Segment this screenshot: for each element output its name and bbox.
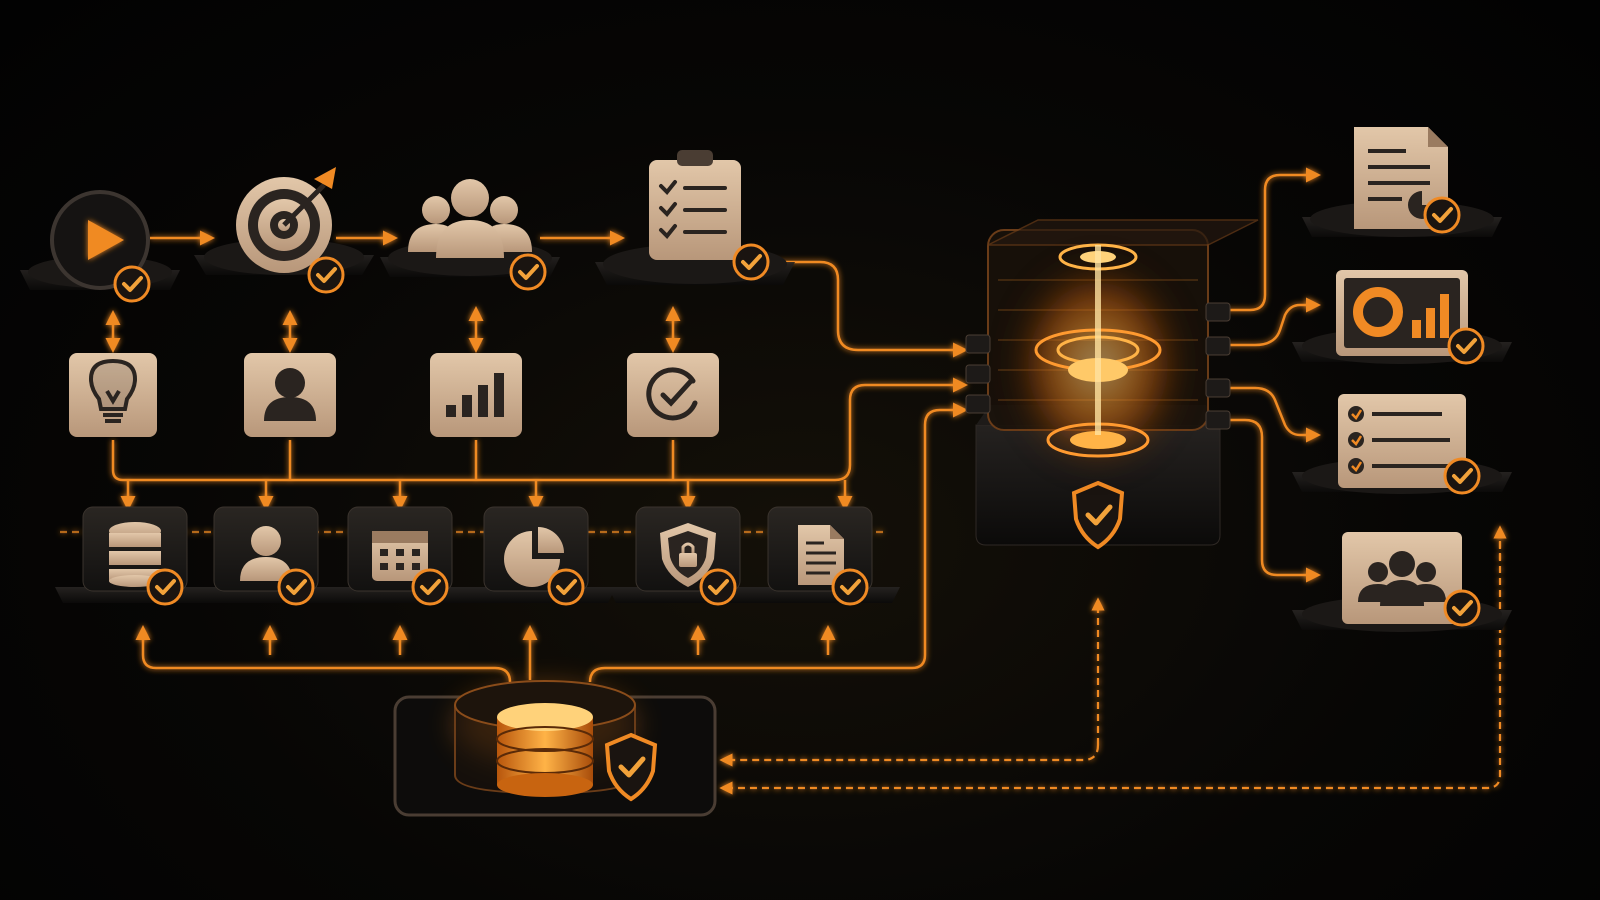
database-icon: [109, 522, 161, 587]
check-badge-icon: [547, 568, 585, 606]
check-badge-icon: [307, 256, 345, 294]
outputs: [1292, 127, 1512, 632]
stage-team[interactable]: [380, 179, 560, 291]
core-to-report: [1215, 167, 1321, 312]
connectors: [60, 167, 1507, 795]
energy-core-icon: [1008, 243, 1188, 475]
source-shield-lock[interactable]: [608, 506, 768, 606]
check-badge-icon: [1423, 196, 1461, 234]
check-badge-icon: [509, 253, 547, 291]
tile-user[interactable]: [244, 353, 336, 437]
lightbulb-icon: [88, 358, 138, 423]
top-stages: [20, 150, 795, 303]
bar-chart-icon: [446, 373, 504, 417]
arrow-clipboard-to-core: [770, 260, 968, 358]
source-user[interactable]: [186, 506, 346, 606]
check-badge-icon: [1443, 457, 1481, 495]
target-icon: [236, 167, 336, 273]
check-badge-icon: [831, 568, 869, 606]
checklist-icon: [1338, 394, 1466, 488]
report-document-icon: [1354, 127, 1448, 229]
pie-chart-icon: [504, 527, 564, 587]
stage-clipboard[interactable]: [595, 150, 795, 285]
core-to-team: [1215, 418, 1321, 583]
source-pie[interactable]: [456, 506, 616, 606]
source-document[interactable]: [740, 506, 900, 606]
output-report[interactable]: [1302, 127, 1502, 237]
mid-tiles: [69, 353, 719, 437]
calendar-icon: [372, 531, 428, 581]
tile-check-circle[interactable]: [627, 353, 719, 437]
check-circle-icon: [646, 367, 698, 421]
bottom-bus-left: [141, 654, 512, 683]
team-group-icon: [1342, 532, 1462, 624]
source-calendar[interactable]: [320, 506, 480, 606]
output-dashboard[interactable]: [1292, 270, 1512, 365]
check-badge-icon: [146, 568, 184, 606]
stage-play[interactable]: [20, 190, 180, 303]
storage[interactable]: [393, 680, 717, 817]
stage-target[interactable]: [194, 167, 374, 294]
bottom-bus-right: [588, 402, 968, 683]
check-badge-icon: [113, 265, 151, 303]
core-to-checklist: [1215, 386, 1321, 443]
user-icon: [264, 368, 316, 421]
tile-lightbulb[interactable]: [69, 353, 157, 437]
shield-lock-icon: [660, 523, 716, 587]
dashboard-chart-icon: [1336, 270, 1468, 356]
check-badge-icon: [411, 568, 449, 606]
check-badge-icon: [699, 568, 737, 606]
outputs-to-storage-dashed: [719, 530, 1502, 795]
core-to-dashboard: [1215, 297, 1321, 347]
output-checklist[interactable]: [1292, 394, 1512, 495]
tile-bar-chart[interactable]: [430, 353, 522, 437]
check-badge-icon: [277, 568, 315, 606]
check-badge-icon: [1443, 589, 1481, 627]
document-icon: [798, 525, 844, 585]
output-team[interactable]: [1292, 532, 1512, 632]
bus-mid-to-core: [111, 377, 968, 482]
data-sources: [55, 506, 900, 606]
check-badge-icon: [732, 243, 770, 281]
core-to-storage-dashed: [719, 744, 1100, 767]
team-icon: [408, 179, 532, 258]
user-icon: [240, 526, 292, 581]
source-database[interactable]: [55, 506, 215, 606]
clipboard-checklist-icon: [649, 150, 741, 260]
glowing-database-icon: [496, 703, 594, 797]
check-badge-icon: [1447, 327, 1485, 365]
processor[interactable]: [965, 219, 1259, 547]
